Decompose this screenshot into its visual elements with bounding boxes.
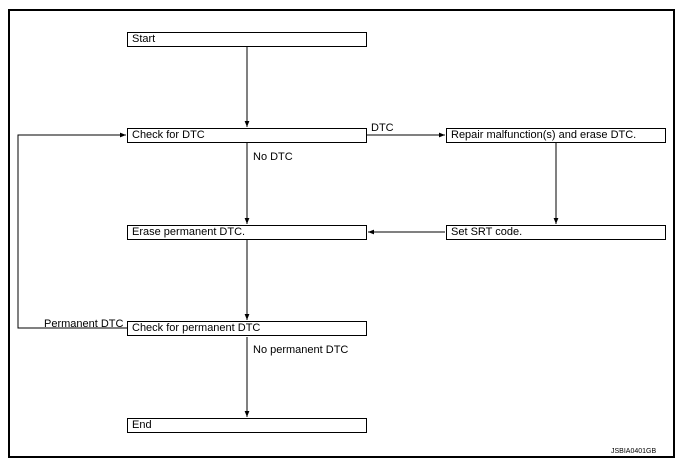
set-srt-box: Set SRT code. bbox=[446, 225, 666, 240]
figure-code: JSBIA0401GB bbox=[611, 448, 657, 455]
edge-label-no-permanent-dtc: No permanent DTC bbox=[253, 344, 349, 356]
edge-label-no-dtc: No DTC bbox=[253, 151, 293, 163]
edge-label-permanent-dtc: Permanent DTC bbox=[44, 318, 124, 330]
check-dtc-box: Check for DTC bbox=[127, 128, 367, 143]
edge-label-dtc: DTC bbox=[371, 122, 394, 134]
check-permanent-box: Check for permanent DTC bbox=[127, 321, 367, 336]
end-box: End bbox=[127, 418, 367, 433]
erase-permanent-box: Erase permanent DTC. bbox=[127, 225, 367, 240]
arrow-check-permanent-loop-to-check-dtc bbox=[17, 132, 127, 329]
repair-box: Repair malfunction(s) and erase DTC. bbox=[446, 128, 666, 143]
diagram-frame bbox=[8, 9, 675, 458]
start-box: Start bbox=[127, 32, 367, 47]
